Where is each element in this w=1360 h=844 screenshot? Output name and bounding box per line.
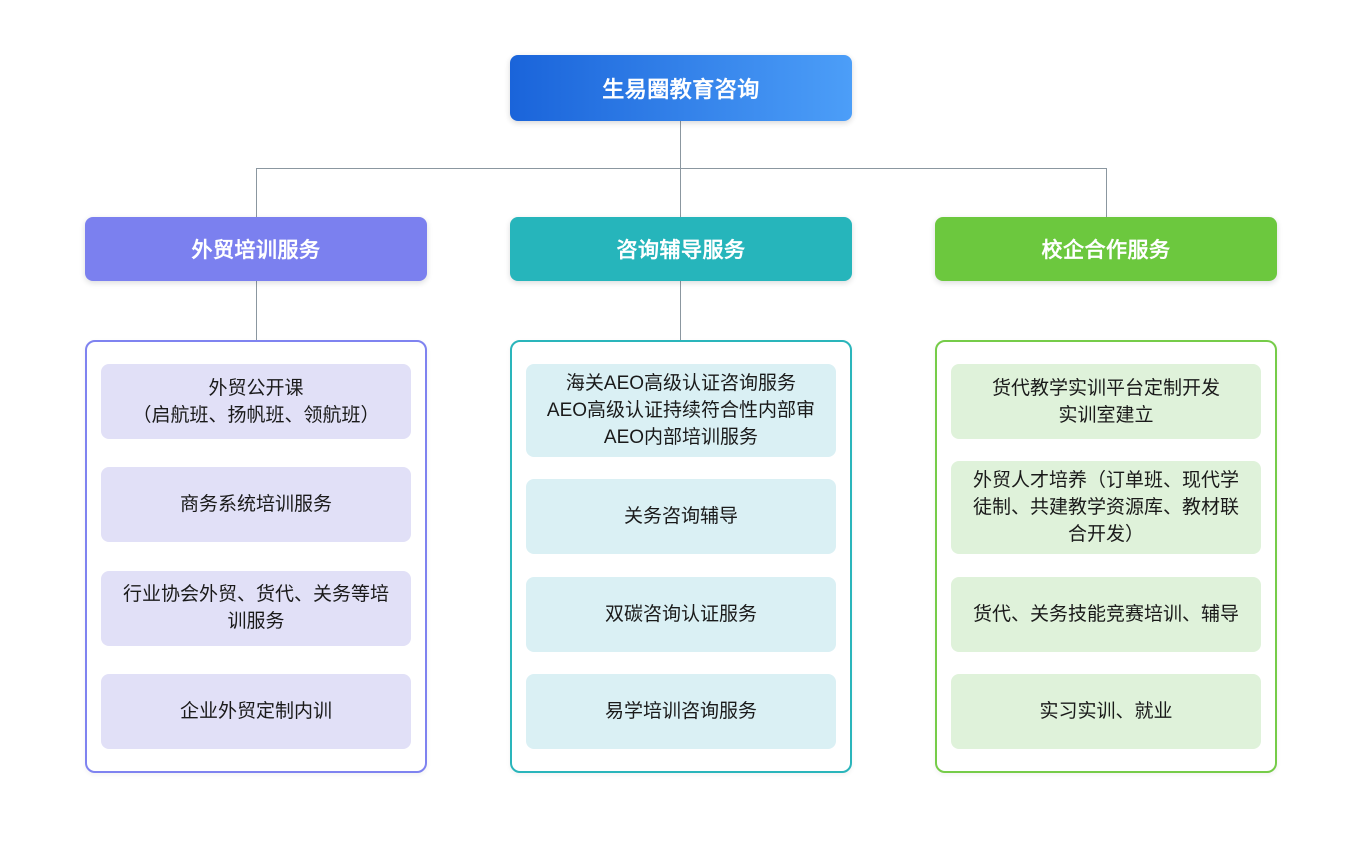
connector-branch1-stem	[256, 281, 257, 340]
connector-root-stem	[680, 121, 681, 168]
leaf-node[interactable]: 货代教学实训平台定制开发 实训室建立	[951, 364, 1261, 439]
connector-branch2-stem	[680, 281, 681, 340]
branch-header-foreign-trade-training[interactable]: 外贸培训服务	[85, 217, 427, 281]
leaf-node[interactable]: 易学培训咨询服务	[526, 673, 836, 749]
branch-container-foreign-trade-training: 外贸公开课 （启航班、扬帆班、领航班） 商务系统培训服务 行业协会外贸、货代、关…	[85, 340, 427, 773]
leaf-node[interactable]: 双碳咨询认证服务	[526, 576, 836, 652]
connector-drop-branch1	[256, 168, 257, 217]
branch-header-label: 外贸培训服务	[191, 239, 321, 262]
connector-drop-branch2	[680, 168, 681, 217]
connector-bus	[256, 168, 1107, 169]
branch-header-label: 校企合作服务	[1041, 239, 1171, 262]
leaf-node[interactable]: 海关AEO高级认证咨询服务 AEO高级认证持续符合性内部审 AEO内部培训服务	[526, 364, 836, 457]
leaf-node[interactable]: 货代、关务技能竞赛培训、辅导	[951, 576, 1261, 652]
branch-header-consulting-coaching[interactable]: 咨询辅导服务	[510, 217, 852, 281]
leaf-node[interactable]: 外贸公开课 （启航班、扬帆班、领航班）	[101, 364, 411, 439]
leaf-node[interactable]: 商务系统培训服务	[101, 467, 411, 543]
branch-header-school-enterprise[interactable]: 校企合作服务	[935, 217, 1277, 281]
branch-header-label: 咨询辅导服务	[616, 239, 746, 262]
leaf-node[interactable]: 企业外贸定制内训	[101, 673, 411, 749]
connector-drop-branch3	[1106, 168, 1107, 217]
root-node[interactable]: 生易圈教育咨询	[510, 55, 852, 121]
leaf-node[interactable]: 外贸人才培养（订单班、现代学 徒制、共建教学资源库、教材联 合开发）	[951, 461, 1261, 555]
leaf-node[interactable]: 行业协会外贸、货代、关务等培 训服务	[101, 570, 411, 646]
leaf-node[interactable]: 关务咨询辅导	[526, 479, 836, 555]
branch-container-school-enterprise: 货代教学实训平台定制开发 实训室建立 外贸人才培养（订单班、现代学 徒制、共建教…	[935, 340, 1277, 773]
branch-container-consulting-coaching: 海关AEO高级认证咨询服务 AEO高级认证持续符合性内部审 AEO内部培训服务 …	[510, 340, 852, 773]
root-node-label: 生易圈教育咨询	[602, 77, 760, 102]
leaf-node[interactable]: 实习实训、就业	[951, 673, 1261, 749]
